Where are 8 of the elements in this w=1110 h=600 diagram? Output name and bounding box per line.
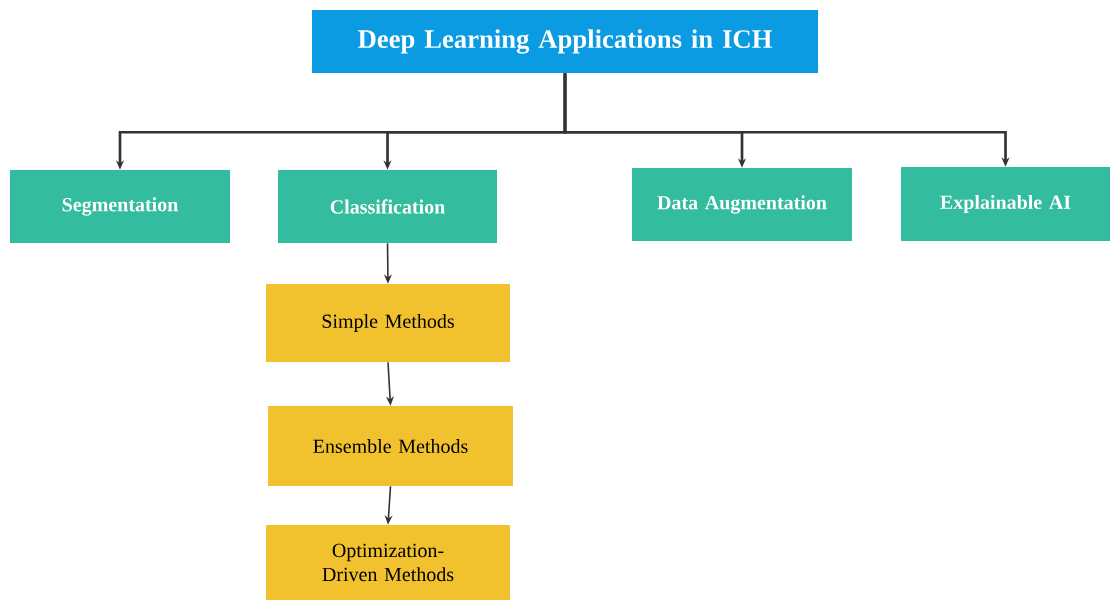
category-box: Data Augmentation xyxy=(632,168,852,241)
title-box: Deep Learning Applications in ICH xyxy=(312,10,818,73)
method-box: Optimization-Driven Methods xyxy=(266,525,510,600)
category-box: Segmentation xyxy=(10,170,230,243)
category-box: Explainable AI xyxy=(901,167,1110,241)
category-box: Classification xyxy=(278,170,497,243)
method-box: Ensemble Methods xyxy=(268,406,513,486)
method-box: Simple Methods xyxy=(266,284,510,362)
